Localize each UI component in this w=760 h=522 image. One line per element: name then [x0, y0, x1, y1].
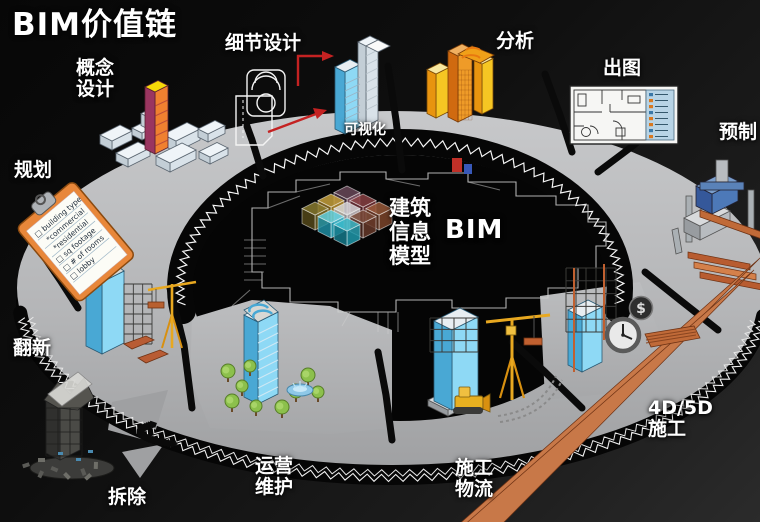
label-documentation: 出图: [603, 57, 642, 79]
label-analysis: 分析: [496, 30, 535, 52]
construction-logistics-illustration: [427, 307, 563, 423]
floorplan-legend-rows: [649, 93, 668, 139]
detail-design-illustration: [334, 35, 391, 135]
label-detail-design: 细节设计: [225, 32, 302, 54]
label-prefabrication: 预制: [719, 121, 758, 143]
clock-icon: [604, 316, 642, 354]
label-operation-maintenance: 运营 维护: [255, 455, 294, 499]
svg-text:$: $: [636, 301, 646, 317]
detail-arrows: [267, 51, 334, 134]
platform-operation: [190, 300, 392, 434]
bim-model-cubes: [301, 185, 393, 247]
detail-sketch-sheet: [235, 95, 273, 146]
analysis-illustration: [426, 43, 495, 174]
page-title: BIM价值链: [12, 7, 178, 43]
concept-design-illustration: [99, 80, 229, 173]
floorplan-legend: [645, 89, 675, 141]
documentation-floorplan: [569, 85, 679, 145]
label-planning: 规划: [14, 159, 53, 181]
planning-clipboard: □ building type *commercial *residential…: [17, 182, 134, 302]
label-bim-acronym: BIM: [445, 215, 504, 245]
label-construction-logistics: 施工 物流: [455, 457, 494, 501]
demolition-illustration: [22, 371, 115, 481]
operation-maintenance-illustration: [220, 299, 325, 418]
label-4d5d-construction: 4D/5D 施工: [648, 397, 713, 441]
label-concept-design: 概念 设计: [76, 57, 115, 101]
4d5d-construction-illustration: [565, 264, 701, 373]
label-renovation: 翻新: [13, 337, 52, 359]
dollar-coin-icon: $: [628, 295, 654, 321]
label-bim-chinese: 建筑 信息 模型: [389, 196, 431, 268]
ring-tail-tip: [122, 444, 164, 478]
label-visualization: 可视化: [344, 122, 386, 138]
central-wireframe-building: [231, 171, 607, 334]
detail-sketch-gauge: [246, 69, 286, 117]
label-demolition: 拆除: [108, 486, 147, 508]
